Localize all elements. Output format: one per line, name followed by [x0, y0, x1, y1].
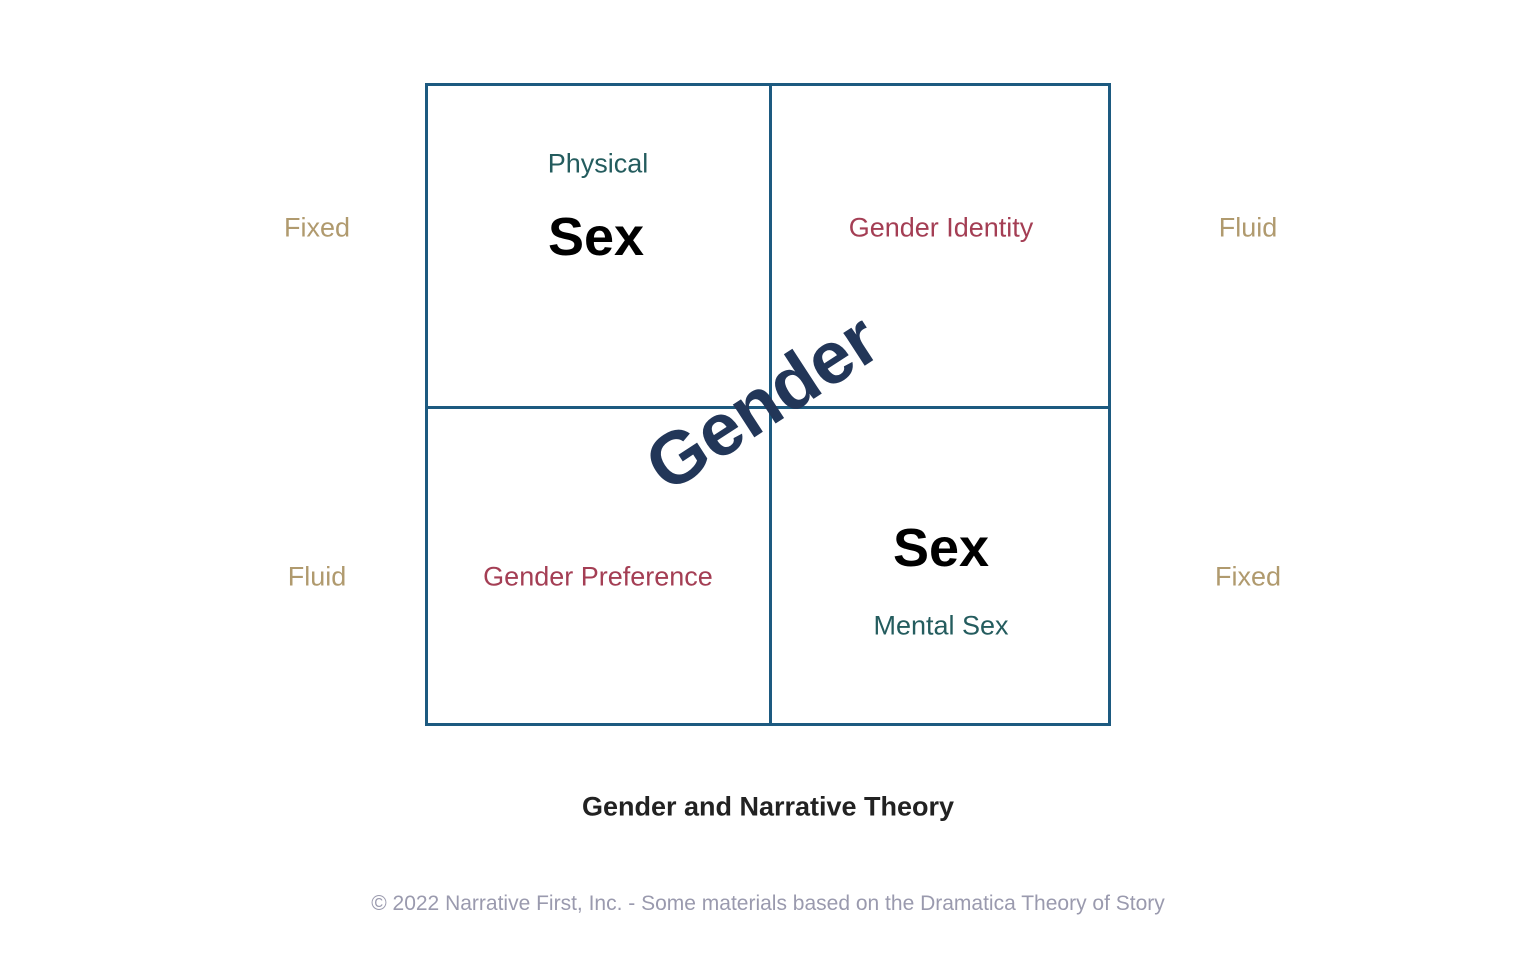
copyright-footer: © 2022 Narrative First, Inc. - Some mate…	[371, 892, 1165, 915]
quadrant-grid	[425, 83, 1111, 726]
quadrant-top-left-title: Sex	[547, 207, 645, 267]
grid-vertical-divider	[769, 86, 772, 723]
quadrant-bottom-left-label: Gender Preference	[483, 561, 713, 592]
quadrant-top-right-label: Gender Identity	[848, 212, 1034, 243]
grid-horizontal-divider	[428, 406, 1108, 409]
quadrant-bottom-right-subtitle: Mental Sex	[873, 610, 1009, 641]
side-label-bottom-left: Fluid	[287, 561, 347, 592]
side-label-top-right: Fluid	[1218, 212, 1278, 243]
quadrant-bottom-right-title: Sex	[892, 518, 990, 578]
side-label-bottom-right: Fixed	[1214, 561, 1282, 592]
quadrant-top-left-subtitle: Physical	[547, 148, 649, 179]
diagram-caption: Gender and Narrative Theory	[581, 791, 955, 822]
side-label-top-left: Fixed	[283, 212, 351, 243]
